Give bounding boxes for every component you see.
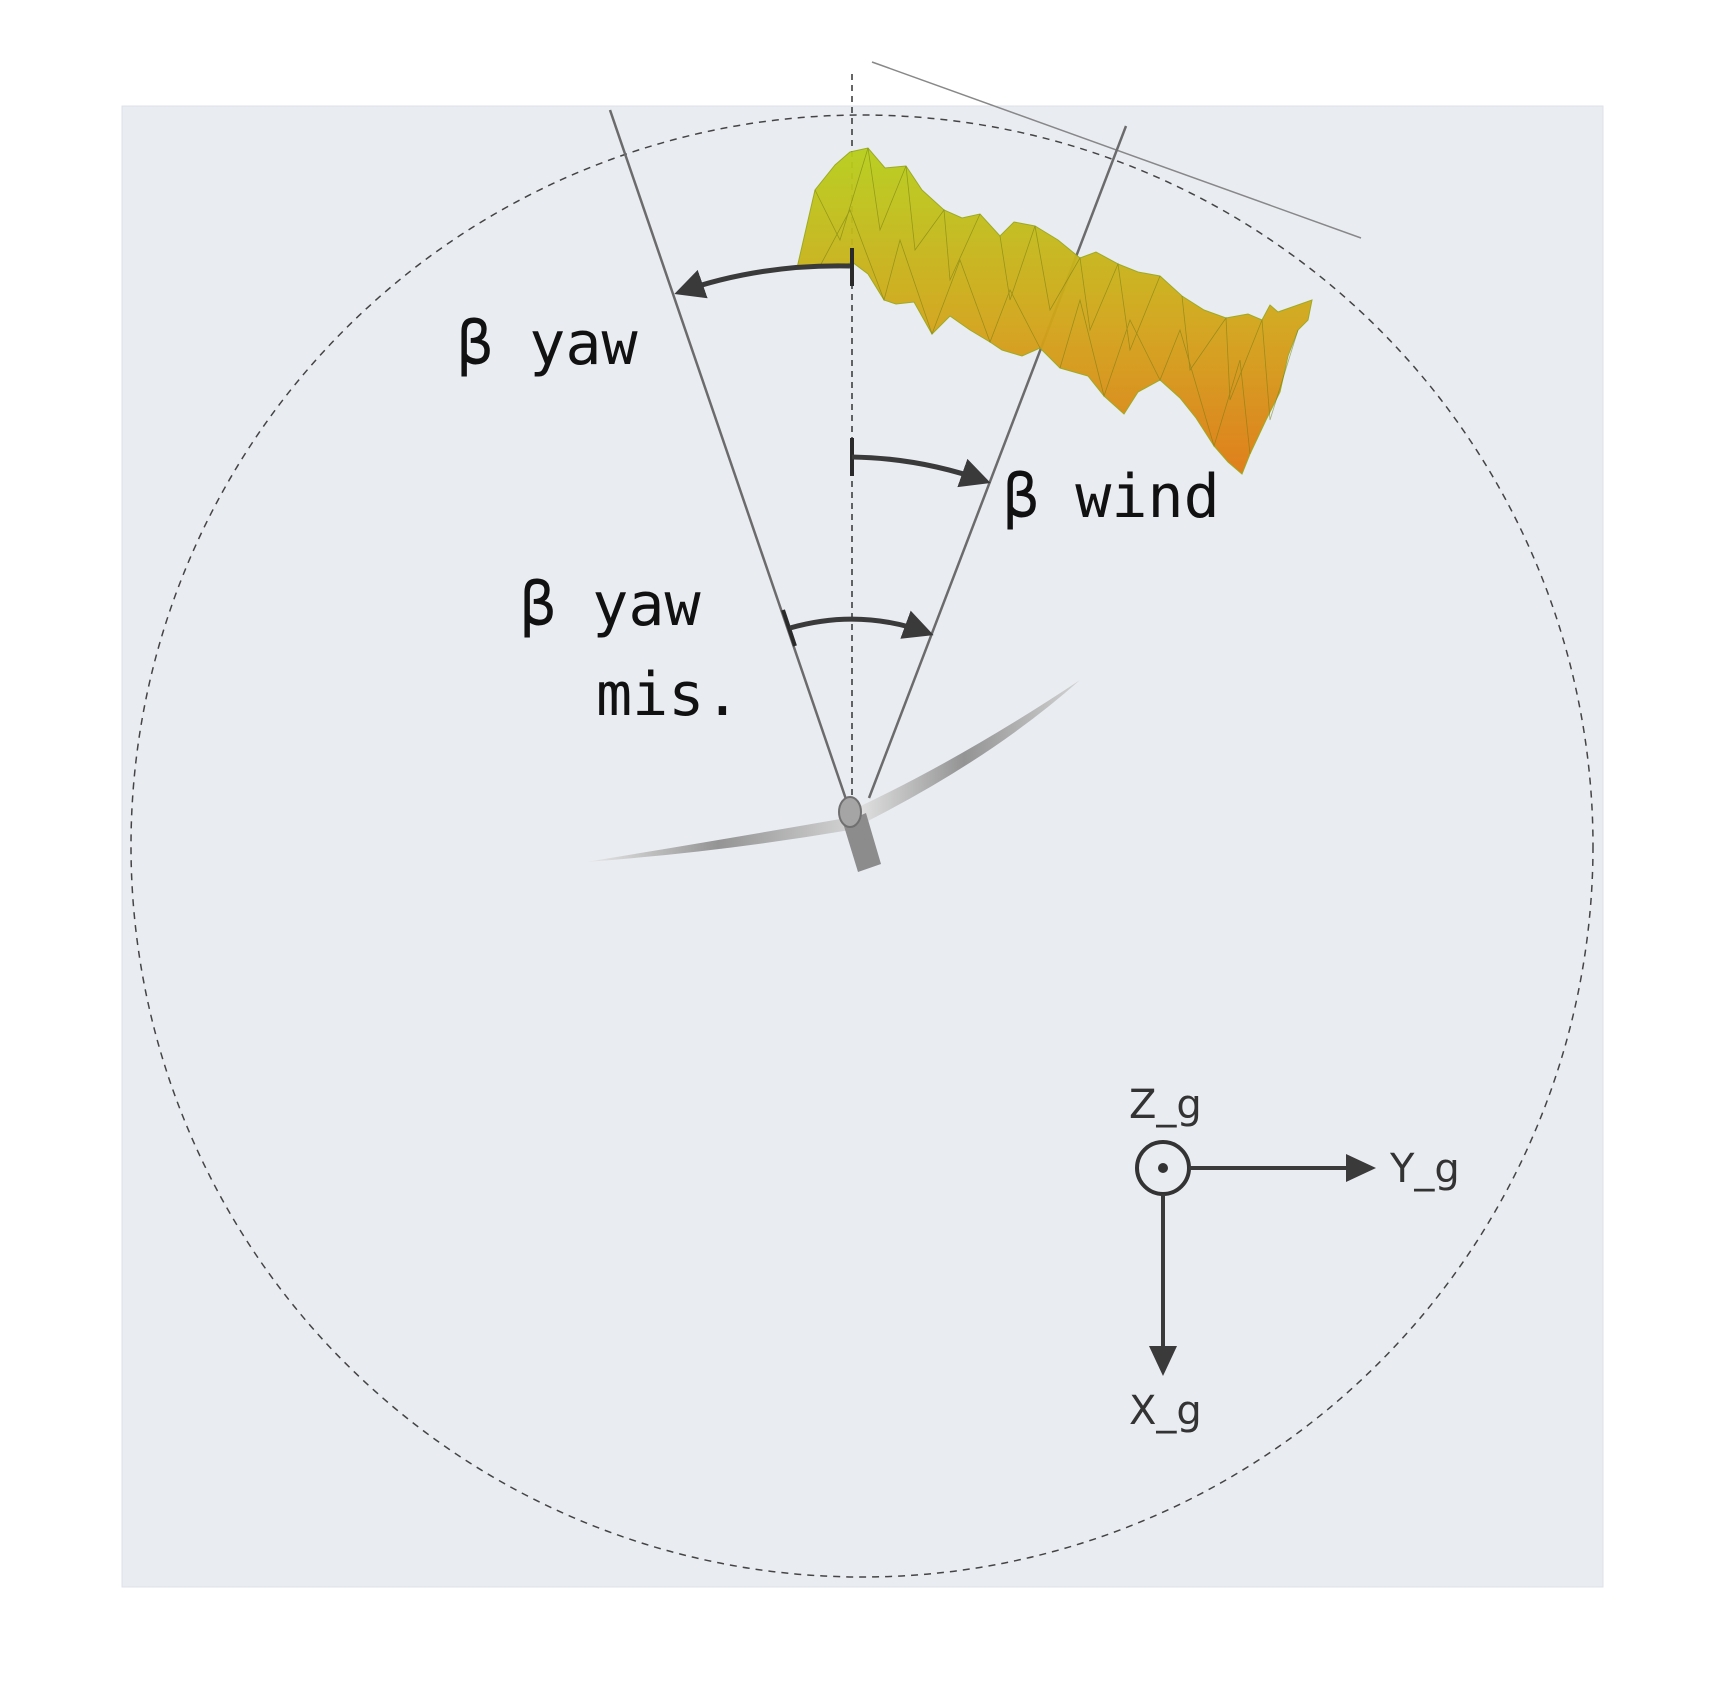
x-axis-arrowhead-icon xyxy=(1149,1346,1177,1376)
z-axis-label: Z_g xyxy=(1129,1082,1202,1128)
y-axis-label: Y_g xyxy=(1389,1146,1460,1192)
y-axis-arrowhead-icon xyxy=(1346,1154,1376,1182)
global-coordinate-system: Z_g Y_g X_g xyxy=(1129,1082,1460,1434)
yaw-mis-arc-tick xyxy=(781,609,797,647)
yaw-direction-line xyxy=(608,109,851,809)
wind-angle-label: β wind xyxy=(1003,462,1220,532)
turbine-hub xyxy=(838,796,862,828)
yaw-mis-label-line2: mis. xyxy=(596,660,741,730)
yaw-angle-label: β yaw xyxy=(457,309,638,379)
wind-turbine-top-view-icon xyxy=(586,680,1080,872)
turbine-blade-lower xyxy=(586,818,850,862)
domain-boundary-circle xyxy=(130,114,1594,1578)
turbulent-wind-surface-icon xyxy=(796,147,1313,475)
wind-angle-arrow xyxy=(851,454,991,488)
yaw-misalignment-arrow xyxy=(789,610,934,639)
x-axis-label: X_g xyxy=(1129,1388,1202,1434)
yaw-angle-arrow xyxy=(674,263,851,299)
z-axis-center-dot xyxy=(1158,1163,1168,1173)
turbine-blade-upper xyxy=(848,680,1080,826)
yaw-mis-label-line1: β yaw xyxy=(520,570,701,640)
turbine-nacelle xyxy=(843,813,881,872)
wind-direction-line xyxy=(867,125,1128,799)
